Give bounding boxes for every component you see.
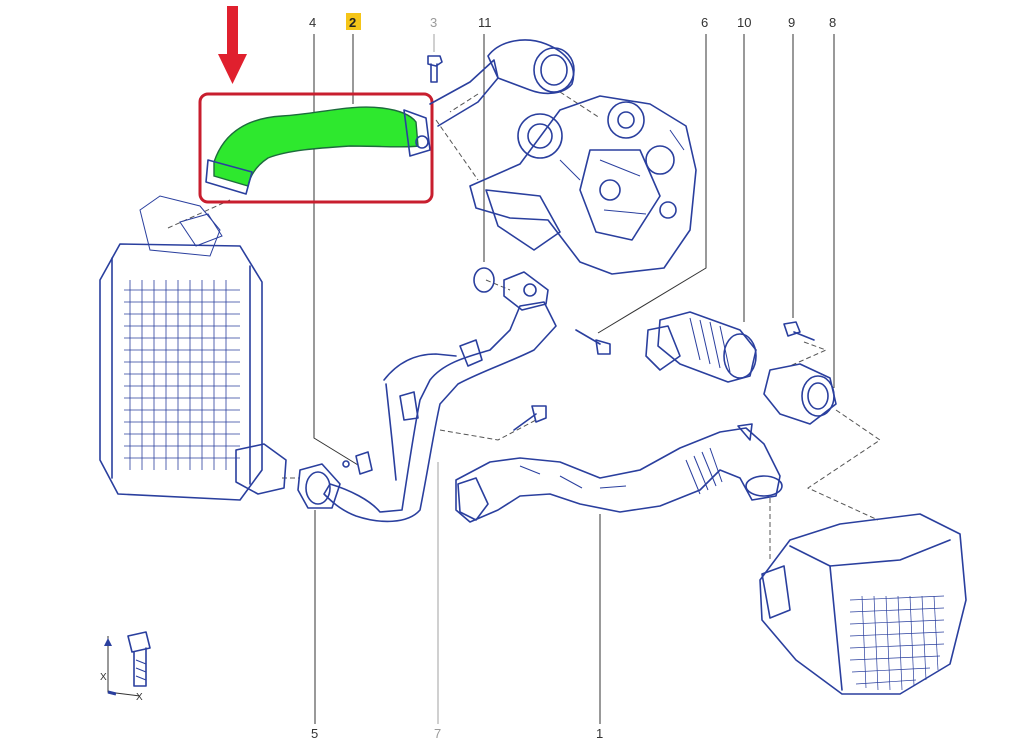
o-ring-11: [473, 267, 495, 293]
air-filter-box: [759, 513, 967, 695]
hose-2-clamp-left: [205, 159, 253, 195]
clip-4: [342, 451, 373, 475]
bolt-6: [575, 329, 611, 355]
callout-2-highlight-bg: [346, 13, 361, 30]
callout-2: 2: [349, 15, 356, 30]
callout-3: 3: [430, 15, 437, 30]
callout-5: 5: [311, 726, 318, 741]
intercooler-core-grid: [124, 280, 240, 470]
assembly-line-d: [449, 93, 479, 113]
down-arrow-icon: [218, 6, 247, 84]
bolt-9: [783, 321, 815, 341]
intercooler: [99, 195, 287, 501]
callout-11: 11: [478, 15, 492, 30]
assembly-line-f: [789, 341, 828, 367]
engine-turbo-assembly: [469, 95, 697, 275]
sleeve-8: [763, 363, 837, 425]
callout-1: 1: [596, 726, 603, 741]
assembly-line-a: [167, 199, 231, 229]
filter-mesh: [849, 595, 945, 691]
intercooler-outlet-pipe: [297, 271, 557, 523]
callout-8: 8: [829, 15, 836, 30]
assembly-line-c: [439, 419, 537, 441]
callout-9: 9: [788, 15, 795, 30]
air-intake-duct-1: [455, 423, 783, 523]
torque-label-x2: X: [136, 692, 143, 703]
callout-6: 6: [701, 15, 708, 30]
assembly-line-j: [435, 119, 479, 181]
torque-label-x1: X: [100, 672, 107, 683]
hose-2-body: [213, 106, 419, 187]
torque-spec-symbol: X X: [100, 631, 151, 703]
leader-4: [313, 34, 359, 466]
corrugated-hose-10: [645, 311, 757, 383]
callout-4: 4: [309, 15, 316, 30]
assembly-line-e: [485, 279, 511, 291]
assembly-line-i: [559, 91, 601, 119]
highlight-frame: [198, 92, 434, 204]
leader-6: [597, 34, 707, 334]
callout-10: 10: [737, 15, 751, 30]
bolt-7: [513, 405, 547, 431]
callout-7: 7: [434, 726, 441, 741]
assembly-line-g: [806, 409, 881, 521]
highlighted-hose-part-2: [198, 6, 434, 204]
turbo-outlet-pipe: [429, 39, 575, 127]
hose-2-clamp-right: [403, 109, 431, 157]
bolt-3: [427, 55, 443, 83]
